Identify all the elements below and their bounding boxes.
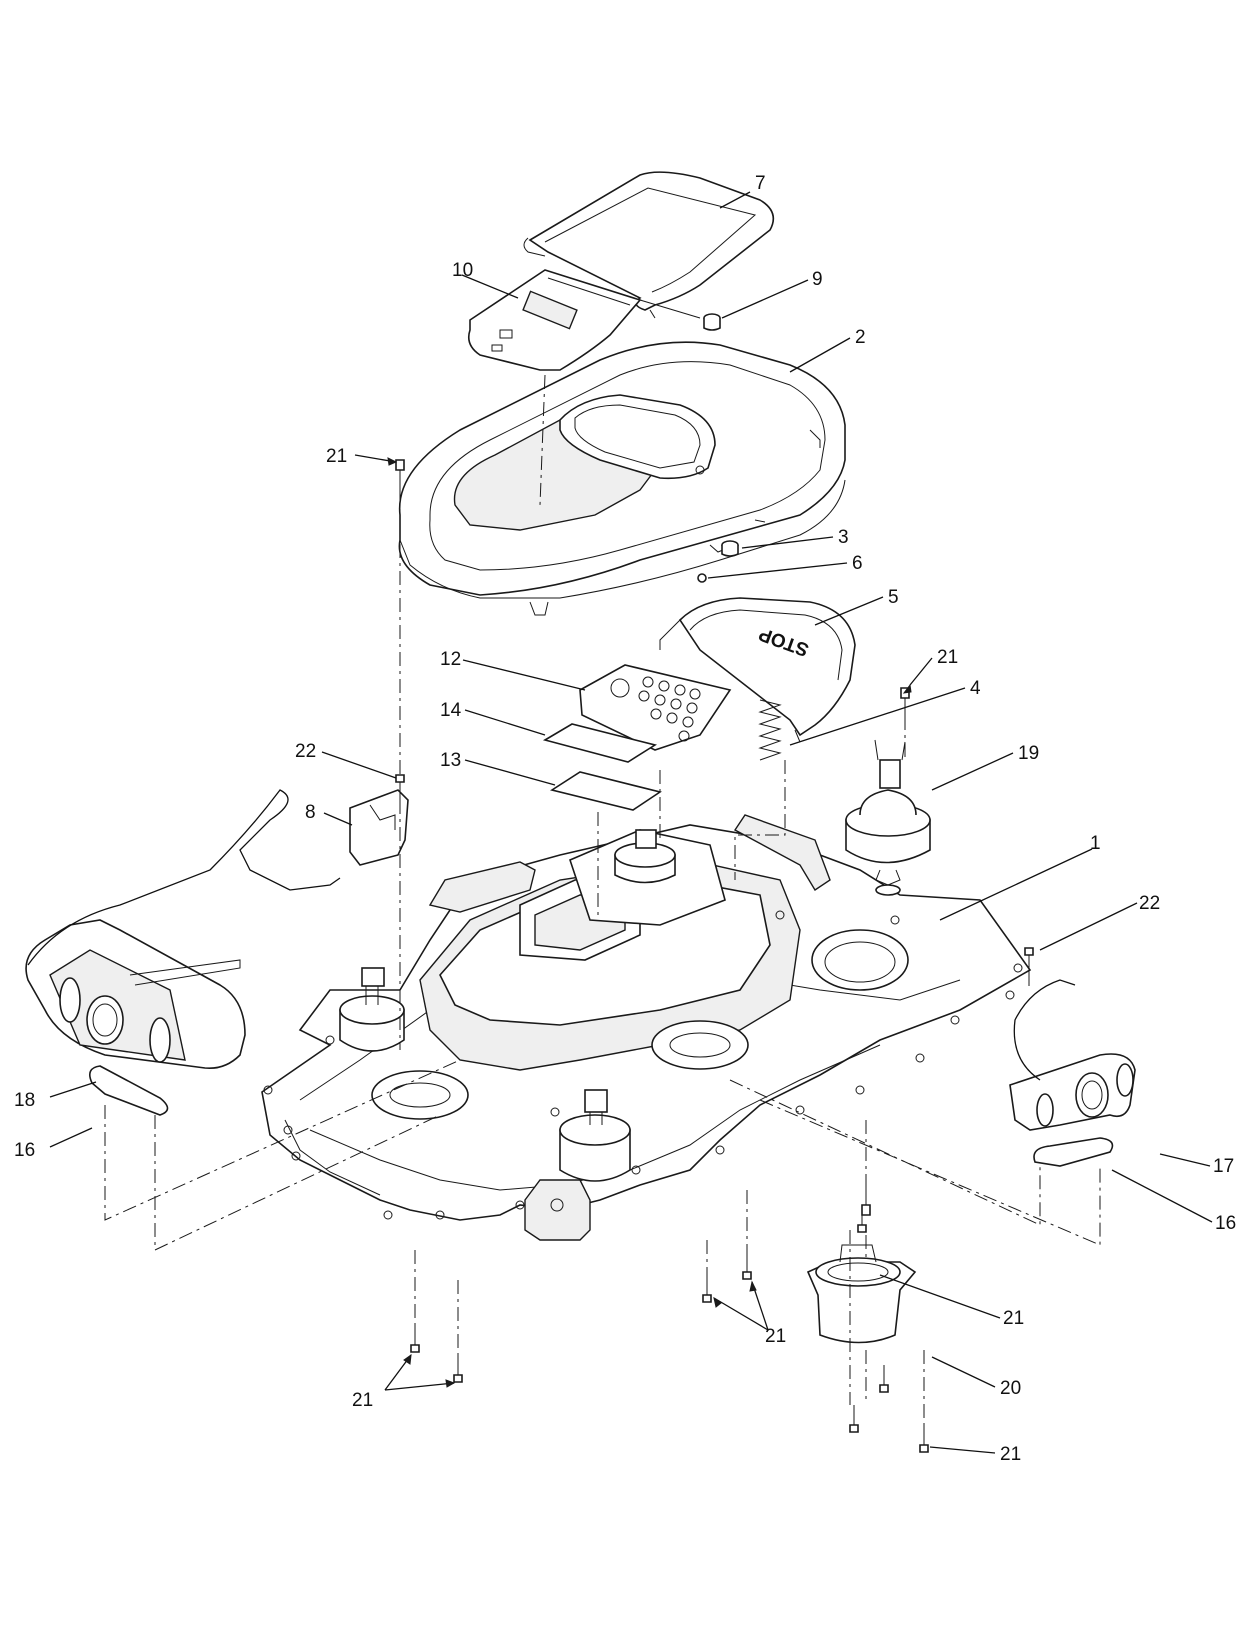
callout-21-top: 21 (326, 446, 347, 467)
decal-part-13 (550, 771, 662, 811)
callout-10: 10 (452, 260, 473, 281)
sensor-housing-part-19 (845, 739, 931, 896)
chassis-base-part (261, 814, 1032, 1241)
gasket-part-16-left (89, 1065, 169, 1116)
callout-16-right: 16 (1215, 1213, 1236, 1234)
callout-4: 4 (970, 678, 981, 699)
callout-5: 5 (888, 587, 899, 608)
callout-18: 18 (14, 1090, 35, 1111)
callout-21-bottom-left: 21 (352, 1390, 373, 1411)
callout-16-left: 16 (14, 1140, 35, 1161)
top-cover-part (398, 341, 846, 616)
stop-button-part: STOP (659, 597, 856, 743)
sensor-part-17 (1009, 979, 1136, 1131)
gasket-part-16-right (1033, 1137, 1114, 1167)
cup-part-20 (806, 1244, 917, 1344)
callout-3: 3 (838, 527, 849, 548)
callout-19: 19 (1018, 743, 1039, 764)
screws (395, 459, 1034, 1453)
cap-part-9 (703, 313, 721, 331)
ball-part-6 (697, 573, 707, 583)
decal-part-14 (542, 723, 658, 763)
access-door-part (523, 171, 775, 319)
callout-2: 2 (855, 327, 866, 348)
callout-22-left: 22 (295, 741, 316, 762)
callout-21-right-upper: 21 (937, 647, 958, 668)
keypad-part (579, 664, 732, 751)
motor-center (559, 1089, 631, 1182)
callout-13: 13 (440, 750, 461, 771)
assembly-lines (104, 374, 1101, 1425)
callout-21-center-bottom: 21 (765, 1326, 786, 1347)
grommet-part-3 (721, 540, 739, 557)
bracket-part-8 (349, 789, 409, 866)
callout-22-right: 22 (1139, 893, 1160, 914)
callout-9: 9 (812, 269, 823, 290)
callout-20: 20 (1000, 1378, 1021, 1399)
callout-21-bottom-right: 21 (1000, 1444, 1021, 1465)
callout-1: 1 (1090, 833, 1101, 854)
callout-8: 8 (305, 802, 316, 823)
leader-lines (49, 191, 1213, 1454)
motor-left (339, 967, 405, 1052)
callout-labels: 7 10 9 2 21 3 6 5 12 21 4 14 22 13 19 8 … (14, 173, 1236, 1465)
callout-21-lower-right: 21 (1003, 1308, 1024, 1329)
callout-6: 6 (852, 553, 863, 574)
callout-14: 14 (440, 700, 462, 721)
motor-rear (614, 829, 676, 884)
leader-arrowheads (387, 457, 912, 1388)
spring-part-4 (758, 699, 782, 761)
bumper-part-18 (25, 789, 341, 1070)
callout-17: 17 (1213, 1156, 1234, 1177)
callout-12: 12 (440, 649, 461, 670)
callout-7: 7 (755, 173, 766, 194)
